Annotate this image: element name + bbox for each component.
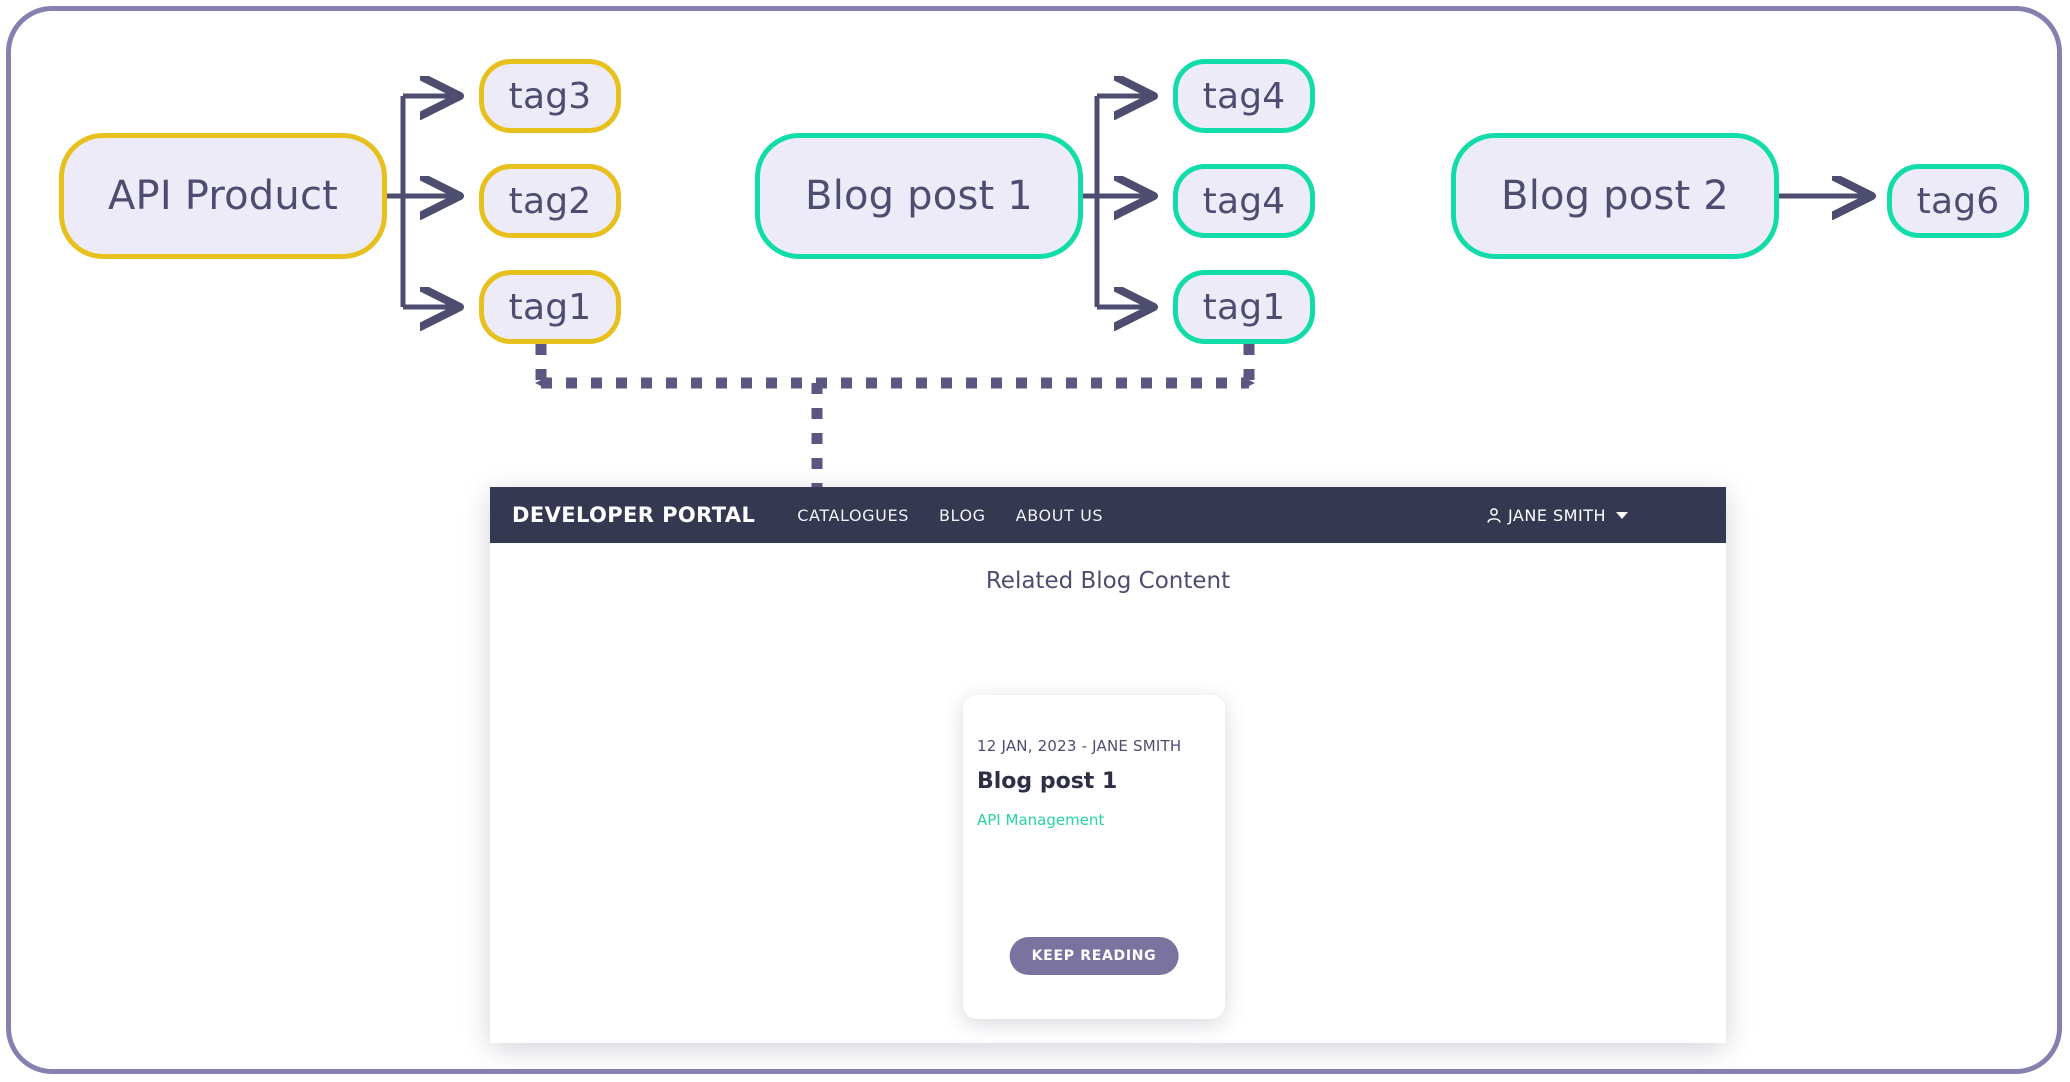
keep-reading-button[interactable]: KEEP READING: [1009, 937, 1179, 975]
node-blog-post-2[interactable]: Blog post 2: [1451, 133, 1779, 259]
node-label: Blog post 1: [805, 173, 1033, 219]
node-label: API Product: [107, 173, 339, 219]
node-api-product[interactable]: API Product: [59, 133, 387, 259]
card-title: Blog post 1: [977, 769, 1118, 794]
card-meta: 12 JAN, 2023 - JANE SMITH: [977, 737, 1182, 755]
node-blog-post-1[interactable]: Blog post 1: [755, 133, 1083, 259]
node-label: tag2: [508, 180, 592, 222]
node-label: tag3: [508, 75, 592, 117]
dashed-link-endcaps: [535, 377, 1255, 389]
nav-item-catalogues[interactable]: CATALOGUES: [797, 505, 909, 525]
node-tag-api-tag3[interactable]: tag3: [479, 59, 621, 133]
nav-item-about-us[interactable]: ABOUT US: [1015, 505, 1104, 525]
portal-header: DEVELOPER PORTAL CATALOGUES BLOG ABOUT U…: [490, 487, 1726, 543]
node-tag-blog1-tag4-b[interactable]: tag4: [1173, 164, 1315, 238]
node-label: tag4: [1202, 75, 1286, 117]
chevron-down-icon: [1616, 511, 1628, 519]
node-tag-api-tag2[interactable]: tag2: [479, 164, 621, 238]
user-name: JANE SMITH: [1507, 505, 1606, 525]
portal-body: Related Blog Content 12 JAN, 2023 - JANE…: [490, 543, 1726, 1043]
node-label: Blog post 2: [1501, 173, 1729, 219]
node-tag-blog1-tag1[interactable]: tag1: [1173, 270, 1315, 344]
diagram-frame: API Product tag3 tag2 tag1 Blog post 1 t…: [6, 6, 2062, 1074]
blog-post-1-connectors: [1081, 96, 1149, 307]
diagram-canvas: API Product tag3 tag2 tag1 Blog post 1 t…: [11, 11, 2057, 1069]
related-blog-content-title: Related Blog Content: [985, 568, 1231, 594]
portal-nav: CATALOGUES BLOG ABOUT US: [797, 506, 1103, 525]
portal-brand[interactable]: DEVELOPER PORTAL: [512, 503, 756, 527]
developer-portal-panel: DEVELOPER PORTAL CATALOGUES BLOG ABOUT U…: [490, 487, 1726, 1043]
user-menu[interactable]: JANE SMITH: [1486, 487, 1628, 543]
node-label: tag4: [1202, 180, 1286, 222]
node-tag-blog1-tag4-a[interactable]: tag4: [1173, 59, 1315, 133]
related-blog-card[interactable]: 12 JAN, 2023 - JANE SMITH Blog post 1 AP…: [963, 695, 1225, 1019]
node-label: tag1: [508, 286, 592, 328]
node-tag-blog2-tag6[interactable]: tag6: [1887, 164, 2029, 238]
node-label: tag1: [1202, 286, 1286, 328]
user-icon: [1487, 507, 1501, 523]
nav-item-blog[interactable]: BLOG: [938, 505, 986, 525]
api-product-connectors: [387, 96, 455, 307]
node-label: tag6: [1916, 180, 2000, 222]
card-tag-link[interactable]: API Management: [977, 811, 1105, 829]
node-tag-api-tag1[interactable]: tag1: [479, 270, 621, 344]
